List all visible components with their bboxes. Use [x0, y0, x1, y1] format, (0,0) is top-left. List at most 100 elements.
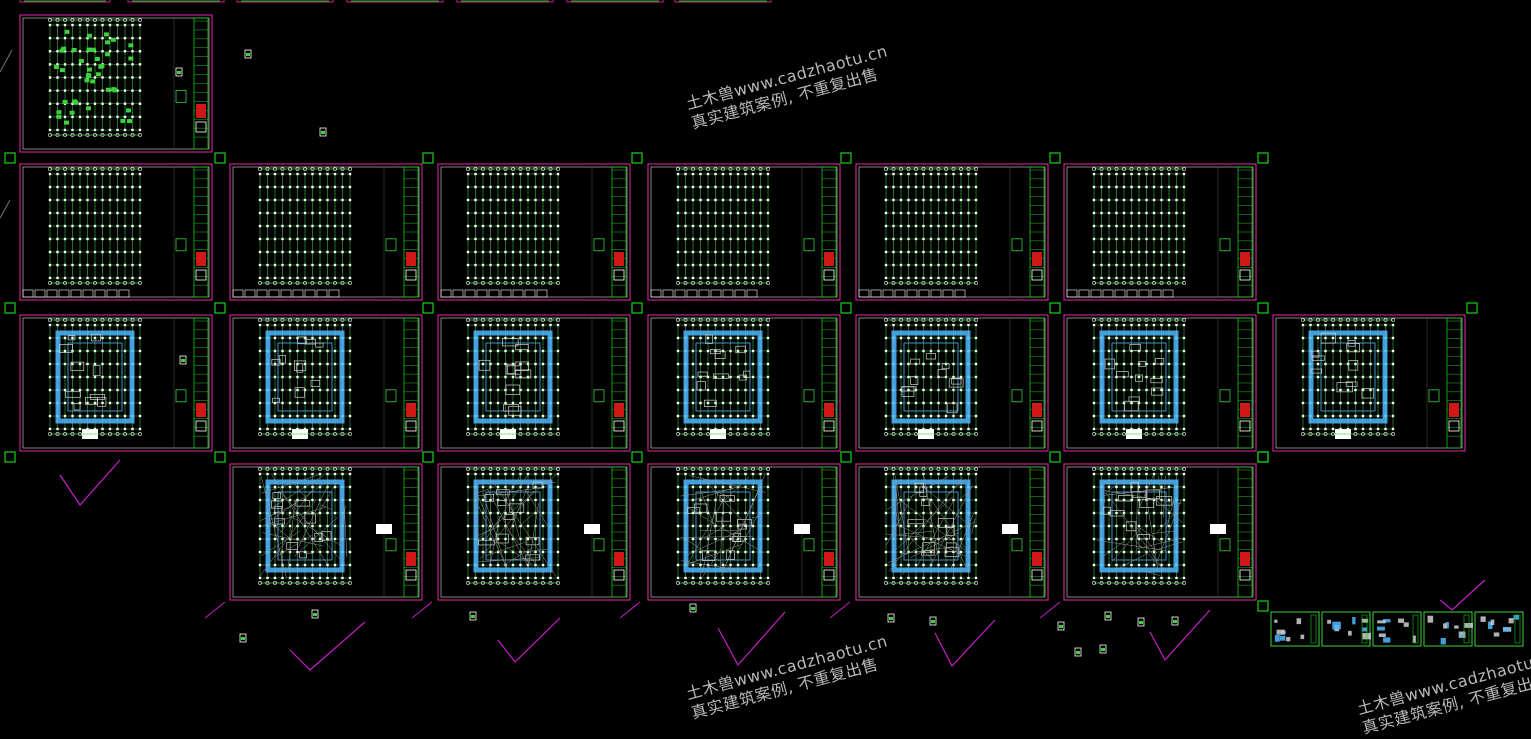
column-mark: [1347, 324, 1349, 326]
column-mark: [699, 251, 701, 253]
foundation-block: [90, 79, 95, 83]
drawing-sheet[interactable]: [1273, 315, 1465, 451]
column-mark: [349, 363, 351, 365]
column-mark: [109, 238, 111, 240]
column-mark: [124, 37, 126, 39]
column-mark: [341, 199, 343, 201]
column-mark: [296, 186, 298, 188]
column-mark: [967, 324, 969, 326]
drawing-sheet[interactable]: [20, 15, 212, 152]
thumbnail-sheet[interactable]: [1322, 612, 1371, 646]
drawing-sheet[interactable]: [1064, 315, 1256, 451]
column-mark: [64, 199, 66, 201]
column-mark: [722, 337, 724, 339]
column-mark: [489, 186, 491, 188]
column-mark: [1138, 376, 1140, 378]
drawing-sheet[interactable]: [856, 315, 1048, 451]
column-mark: [512, 389, 514, 391]
column-mark: [937, 428, 939, 430]
column-mark: [885, 337, 887, 339]
drawing-sheet[interactable]: [230, 315, 422, 451]
drawing-sheet[interactable]: [438, 164, 630, 300]
column-mark: [296, 324, 298, 326]
drawing-sheet[interactable]: [438, 464, 630, 600]
column-mark: [767, 525, 769, 527]
column-mark: [131, 199, 133, 201]
thumbnail-sheet[interactable]: [1373, 612, 1421, 646]
column-mark: [334, 173, 336, 175]
column-mark: [1108, 376, 1110, 378]
column-mark: [714, 212, 716, 214]
column-mark: [497, 428, 499, 430]
thumb-block: [1286, 637, 1290, 641]
column-mark: [759, 212, 761, 214]
drawing-sheet[interactable]: [1064, 164, 1256, 300]
thumbnail-sheet[interactable]: [1271, 612, 1319, 646]
detail-fill: [471, 615, 475, 618]
column-mark: [482, 363, 484, 365]
column-mark: [116, 116, 118, 118]
column-mark: [79, 76, 81, 78]
column-mark: [296, 277, 298, 279]
column-mark: [699, 238, 701, 240]
column-mark: [1160, 238, 1162, 240]
column-mark: [349, 337, 351, 339]
column-mark: [699, 277, 701, 279]
column-mark: [1123, 363, 1125, 365]
drawing-sheet[interactable]: [648, 315, 840, 451]
column-mark: [915, 173, 917, 175]
column-mark: [109, 402, 111, 404]
column-mark: [915, 499, 917, 501]
column-mark: [534, 389, 536, 391]
foundation-block: [84, 78, 89, 82]
column-mark: [1339, 389, 1341, 391]
drawing-sheet[interactable]: [230, 164, 422, 300]
column-mark: [489, 499, 491, 501]
drawing-sheet[interactable]: [648, 464, 840, 600]
column-mark: [489, 212, 491, 214]
column-mark: [109, 415, 111, 417]
column-mark: [467, 225, 469, 227]
column-mark: [124, 428, 126, 430]
drawing-sheet[interactable]: [856, 464, 1048, 600]
column-mark: [1130, 577, 1132, 579]
column-mark: [937, 512, 939, 514]
column-mark: [692, 577, 694, 579]
thumbnail-sheet[interactable]: [1424, 612, 1473, 646]
drawing-sheet[interactable]: [20, 164, 212, 300]
column-mark: [557, 525, 559, 527]
column-mark: [677, 415, 679, 417]
column-mark: [1100, 264, 1102, 266]
column-mark: [86, 376, 88, 378]
column-mark: [714, 473, 716, 475]
column-mark: [116, 277, 118, 279]
column-mark: [109, 251, 111, 253]
column-mark: [116, 24, 118, 26]
drawing-sheet[interactable]: [856, 164, 1048, 300]
corner-marker: [632, 153, 642, 163]
stamp-red: [614, 403, 624, 417]
column-mark: [1138, 551, 1140, 553]
column-mark: [744, 199, 746, 201]
column-mark: [1108, 486, 1110, 488]
column-mark: [101, 277, 103, 279]
callout-stub: [1040, 602, 1060, 618]
column-mark: [504, 173, 506, 175]
drawing-sheet[interactable]: [1064, 464, 1256, 600]
column-mark: [714, 363, 716, 365]
drawing-sheet[interactable]: [438, 315, 630, 451]
drawing-sheet[interactable]: [648, 164, 840, 300]
column-mark: [692, 324, 694, 326]
drawing-sheet[interactable]: [20, 315, 212, 451]
column-mark: [952, 212, 954, 214]
column-mark: [139, 428, 141, 430]
column-mark: [86, 199, 88, 201]
column-mark: [542, 525, 544, 527]
column-mark: [139, 324, 141, 326]
column-mark: [1183, 415, 1185, 417]
column-mark: [109, 225, 111, 227]
thumbnail-sheet[interactable]: [1475, 612, 1523, 646]
column-mark: [930, 577, 932, 579]
drawing-sheet[interactable]: [230, 464, 422, 600]
column-mark: [139, 277, 141, 279]
